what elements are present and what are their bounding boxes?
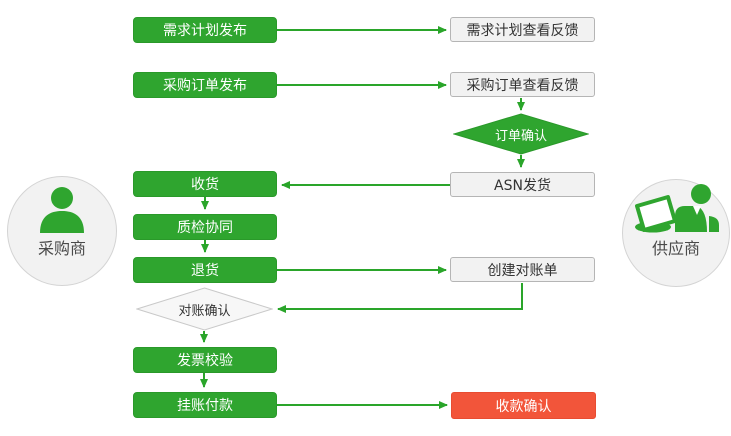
- node-statement-confirm-label: 对账确认: [178, 303, 231, 319]
- supplier-actor-circle: 供应商: [622, 179, 730, 287]
- node-quality-inspection: 质检协同: [133, 214, 277, 240]
- node-book-payment: 挂账付款: [133, 392, 277, 418]
- node-order-confirm: 订单确认: [453, 113, 589, 155]
- node-order-confirm-label: 订单确认: [494, 128, 547, 144]
- node-statement-confirm: 对账确认: [136, 287, 273, 331]
- node-demand-plan-view-feedback: 需求计划查看反馈: [450, 17, 595, 42]
- order-confirm-diamond-shape: [453, 113, 589, 155]
- node-demand-plan-publish: 需求计划发布: [133, 17, 277, 43]
- node-po-publish: 采购订单发布: [133, 72, 277, 98]
- statement-confirm-diamond-shape: [136, 287, 273, 331]
- node-receipt-confirm: 收款确认: [451, 392, 596, 419]
- supplier-laptop-person-icon: [635, 184, 719, 233]
- edge-statement-to-confirm: [277, 283, 523, 313]
- node-create-statement: 创建对账单: [450, 257, 595, 282]
- node-return-goods: 退货: [133, 257, 277, 283]
- buyer-person-icon: [40, 187, 84, 233]
- node-receive: 收货: [133, 171, 277, 197]
- node-po-view-feedback: 采购订单查看反馈: [450, 72, 595, 97]
- supplier-label: 供应商: [651, 239, 700, 258]
- buyer-actor-circle: 采购商: [7, 176, 117, 286]
- buyer-label: 采购商: [37, 239, 86, 258]
- node-asn-ship: ASN发货: [450, 172, 595, 197]
- node-invoice-verify: 发票校验: [133, 347, 277, 373]
